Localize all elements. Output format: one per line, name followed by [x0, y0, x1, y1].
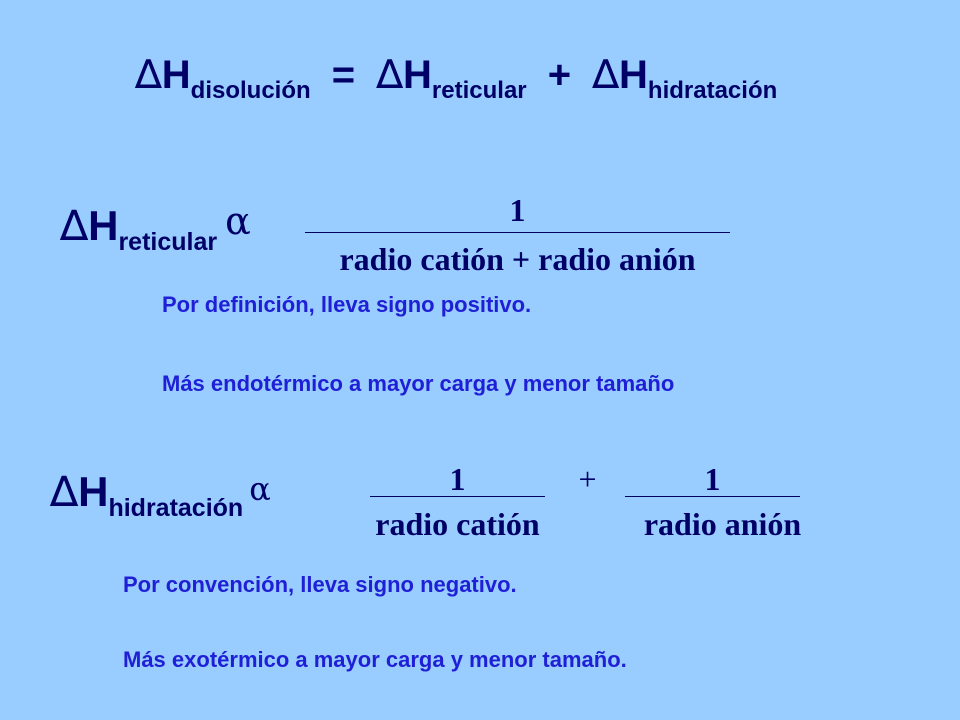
delta-symbol: ∆	[60, 201, 89, 250]
subscript-reticular: reticular	[431, 77, 527, 104]
plus-sign: +	[547, 53, 572, 97]
enthalpy-symbol: H	[403, 53, 432, 97]
hidratacion-fraction-1-bar	[370, 496, 545, 497]
reticular-numerator: 1	[509, 192, 526, 228]
enthalpy-symbol: H	[619, 53, 648, 97]
delta-symbol: ∆	[376, 52, 404, 98]
reticular-note-sign: Por definición, lleva signo positivo.	[162, 292, 532, 317]
subscript-hidratacion: hidratación	[647, 77, 778, 104]
reticular-fraction-bar	[305, 232, 730, 233]
hidratacion-fraction-1-numerator: 1	[449, 461, 466, 497]
hidratacion-fraction-1-denominator: radio catión	[375, 506, 540, 542]
equals-sign: =	[331, 53, 356, 97]
hidratacion-fraction-2-bar	[625, 496, 800, 497]
delta-symbol: ∆	[592, 52, 620, 98]
enthalpy-symbol: H	[78, 468, 109, 515]
subscript-hidratacion: hidratación	[108, 494, 244, 522]
subscript-disolucion: disolución	[190, 77, 311, 104]
hidratacion-fraction-2-denominator: radio anión	[643, 506, 802, 542]
reticular-note-trend: Más endotérmico a mayor carga y menor ta…	[162, 371, 675, 396]
proportional-symbol: α	[249, 470, 271, 508]
title-equation: ∆Hdisolución = ∆Hreticular + ∆Hhidrataci…	[135, 50, 777, 106]
enthalpy-symbol: H	[88, 202, 119, 249]
hidratacion-plus-sign: +	[578, 461, 597, 497]
hidratacion-note-sign: Por convención, lleva signo negativo.	[123, 572, 517, 597]
proportional-symbol: α	[225, 199, 251, 243]
hidratacion-fraction-2-numerator: 1	[704, 461, 721, 497]
delta-symbol: ∆	[50, 467, 79, 516]
hidratacion-note-trend: Más exotérmico a mayor carga y menor tam…	[123, 647, 627, 672]
enthalpy-symbol: H	[161, 53, 191, 97]
delta-symbol: ∆	[135, 52, 162, 98]
reticular-denominator: radio catión + radio anión	[339, 241, 696, 277]
subscript-reticular: reticular	[118, 228, 218, 256]
